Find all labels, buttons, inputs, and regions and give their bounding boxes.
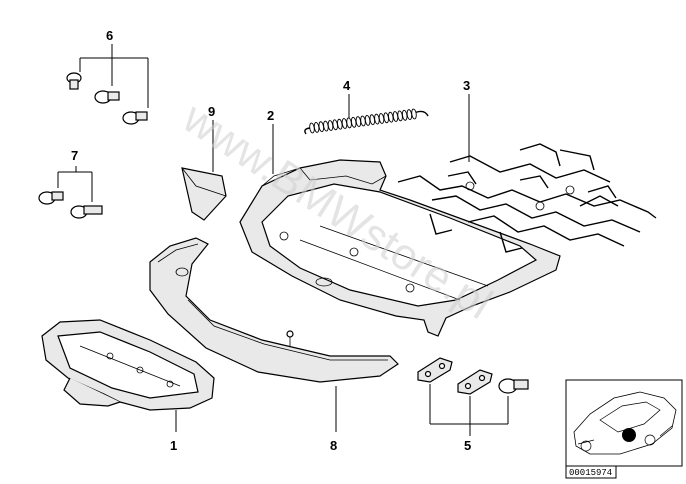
part-5-brackets[interactable] — [417, 357, 529, 395]
part-2-seat-frame[interactable] — [239, 159, 561, 337]
callout-2[interactable]: 2 — [267, 108, 274, 123]
callout-7[interactable]: 7 — [71, 148, 78, 163]
spring-coil — [411, 108, 417, 120]
spring-coils — [309, 108, 417, 134]
bracket-plate — [417, 357, 453, 383]
screw-icon — [94, 90, 120, 104]
part-6-screws[interactable] — [66, 72, 148, 125]
part-3-spring-mat[interactable] — [397, 143, 657, 253]
callout-1[interactable]: 1 — [170, 438, 177, 453]
leader-6 — [79, 44, 149, 108]
reference-number: 00015974 — [569, 468, 612, 478]
part-7-screws[interactable] — [38, 191, 103, 219]
car-icon — [573, 391, 677, 455]
bolt-icon — [498, 378, 529, 394]
callout-9[interactable]: 9 — [208, 104, 215, 119]
callout-5[interactable]: 5 — [464, 438, 471, 453]
screw-icon — [38, 191, 64, 205]
callout-6[interactable]: 6 — [106, 28, 113, 43]
leader-5 — [429, 384, 509, 436]
part-9-cover[interactable] — [181, 167, 227, 221]
bracket-plate — [457, 369, 493, 395]
callout-3[interactable]: 3 — [463, 78, 470, 93]
screw-icon — [70, 205, 103, 219]
location-marker — [622, 428, 636, 442]
callout-4[interactable]: 4 — [343, 78, 351, 93]
part-4-spring[interactable] — [304, 108, 429, 135]
car-location-inset: 00015974 — [565, 379, 683, 479]
leader-7 — [57, 166, 93, 202]
screw-icon — [122, 111, 148, 125]
part-8-front-trim[interactable] — [149, 237, 399, 383]
part-1-base-cover[interactable] — [41, 319, 215, 411]
callout-8[interactable]: 8 — [330, 438, 337, 453]
screw-icon — [66, 72, 82, 90]
